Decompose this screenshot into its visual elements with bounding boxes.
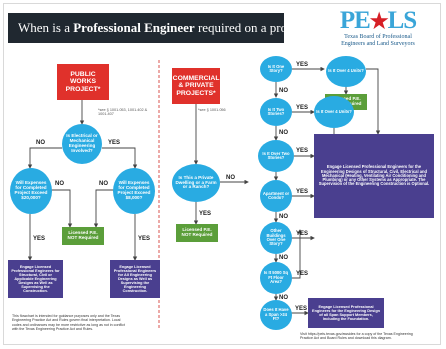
q-one-story: Is It One Story? (260, 56, 292, 82)
engage-commercial-designs: Engage Licensed Professional Engineers f… (314, 134, 434, 218)
answer-no-apartment: NO (279, 214, 288, 220)
answer-yes-left: YES (33, 236, 46, 242)
answer-yes-span: YES (295, 306, 308, 312)
engage-public-all: Engage Licensed Professional Engineers f… (110, 260, 160, 298)
engage-public-structural: Engage Licensed Professional Engineers f… (8, 260, 63, 298)
answer-yes-two-stories: YES (296, 105, 309, 111)
answer-yes-elec: YES (108, 140, 121, 146)
q-over-4-units-top: Is It Over 4 Units? (326, 56, 366, 87)
answer-yes-apartment: YES (296, 189, 309, 195)
q-floor-area: Is It 5000 Sq Ft Floor Area? (260, 262, 292, 294)
answer-yes-right: YES (138, 236, 151, 242)
q-two-stories: Is It Two Stories? (260, 98, 292, 126)
q-expense-8000: Will Expenses for Completed Project Exce… (113, 168, 155, 214)
public-works-start: PUBLIC WORKS PROJECT* (57, 64, 109, 100)
answer-no-other: NO (279, 255, 288, 261)
footer-left-line-1: This flowchart is intended for guidance … (12, 314, 121, 318)
footer-right-line-1: Visit https://pels.texas.gov/awsides for… (300, 332, 413, 336)
answer-no-two-stories: NO (279, 130, 288, 136)
q-other-buildings: Other Buildings Over One Story? (260, 222, 292, 254)
commercial-note: *see § 1001.056 (198, 108, 226, 112)
answer-yes-over-two: YES (296, 148, 309, 154)
q-expense-20000: Will Expenses for Completed Project Exce… (10, 168, 52, 214)
footer-disclaimer: This flowchart is intended for guidance … (12, 314, 172, 332)
q-over-two-stories: Is It Over Two Stories? (258, 140, 294, 172)
answer-yes-one-story: YES (296, 62, 309, 68)
logo-mark: PE★LS (316, 8, 440, 34)
title-prefix: When is a (18, 20, 74, 35)
logo-mark-right: LS (387, 7, 418, 34)
q-span-24ft: Does It Have a Span >24 Ft? (260, 300, 292, 330)
answer-no-private: NO (226, 175, 235, 181)
answer-no-floor: NO (279, 295, 288, 301)
footer-left-line-3: codes and ordinances may be more restric… (12, 322, 125, 327)
answer-no-left: NO (55, 181, 64, 187)
engage-span-members: Engage Licensed Professional Engineers f… (308, 298, 384, 328)
q-over-4-units-mid: Is It Over 4 Units? (314, 96, 354, 128)
tbpels-logo: PE★LS Texas Board of Professional Engine… (316, 8, 440, 56)
q-apartment-condo: Apartment or Condo? (260, 180, 292, 212)
answer-yes-floor: YES (296, 271, 309, 277)
page-title: When is a Professional Engineer required… (8, 13, 312, 43)
q-electrical-mechanical: Is Electrical or Mechanical Engineering … (62, 124, 102, 164)
logo-subtitle-1: Texas Board of Professional (344, 34, 412, 40)
title-suffix: required on a project? (194, 20, 312, 35)
texas-star-icon: ★ (369, 9, 389, 33)
footer-right-line-2: Practice Act and Board Rules and downloa… (300, 336, 392, 341)
q-private-dwelling: Is This a Private Dwelling or a Farm or … (172, 164, 220, 202)
answer-no-right: NO (99, 181, 108, 187)
answer-no-elec: NO (36, 140, 45, 146)
commercial-private-start: COMMERCIAL & PRIVATE PROJECTS* (172, 68, 220, 104)
answer-no-one-story: NO (279, 88, 288, 94)
public-not-required: Licensed P.E. NOT Required (62, 227, 104, 245)
title-bold: Professional Engineer (73, 20, 195, 35)
answer-yes-private: YES (199, 211, 212, 217)
public-works-note: *see § 1001.053, 1001.402 & 1001.407 (98, 108, 148, 117)
commercial-not-required-left: Licensed P.E. NOT Required (176, 224, 218, 242)
footer-visit-link: Visit https://pels.texas.gov/awsides for… (300, 332, 440, 341)
footer-left-line-4: with the Texas Engineering Practice Act … (12, 327, 94, 332)
answer-yes-other: YES (296, 231, 309, 237)
logo-mark-left: PE (339, 7, 371, 34)
footer-left-line-2: Engineering Practice Act and Rules gover… (12, 318, 121, 323)
logo-subtitle-2: Engineers and Land Surveyors (341, 41, 415, 47)
